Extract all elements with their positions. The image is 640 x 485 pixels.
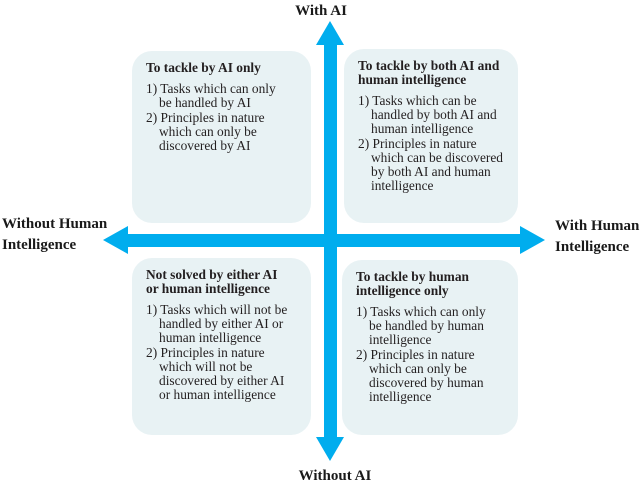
item-line: discovered by either AI	[159, 373, 285, 388]
item-line: 1) Tasks which can only	[146, 81, 276, 96]
item-line: handled by both AI and	[371, 107, 497, 122]
arrowhead-left-icon	[103, 226, 128, 254]
quadrant-title-line: To tackle by both AI and	[358, 58, 500, 73]
item-line: which can only be	[159, 124, 257, 139]
quadrant-title: Not solved by either AI or human intelli…	[146, 268, 305, 296]
quadrant-item-2: 2) Principles in nature which can only b…	[356, 348, 512, 404]
arrowhead-up-icon	[316, 21, 344, 45]
item-line: which can only be	[369, 361, 467, 376]
item-line: 2) Principles in nature	[356, 347, 475, 362]
item-line: intelligence	[369, 389, 432, 404]
quadrant-item-1: 1) Tasks which can only be handled by hu…	[356, 305, 512, 347]
quadrant-title: To tackle by human intelligence only	[356, 270, 512, 298]
item-line: be handled by AI	[159, 95, 251, 110]
quadrant-item-2: 2) Principles in nature which can be dis…	[358, 137, 512, 193]
quadrant-title-line: Not solved by either AI	[146, 267, 278, 282]
item-line: discovered by AI	[159, 138, 251, 153]
item-line: 2) Principles in nature	[358, 136, 477, 151]
item-line: which can be discovered	[371, 150, 503, 165]
axis-label-line: Without Human	[2, 216, 108, 232]
item-line: 2) Principles in nature	[146, 110, 265, 125]
quadrant-bottom-right: To tackle by human intelligence only 1) …	[342, 260, 518, 435]
quadrant-item-2: 2) Principles in nature which will not b…	[146, 346, 305, 402]
quadrant-top-right: To tackle by both AI and human intellige…	[344, 49, 518, 223]
item-line: handled by either AI or	[159, 316, 284, 331]
quadrant-item-1: 1) Tasks which will not be handled by ei…	[146, 303, 305, 345]
quadrant-title: To tackle by both AI and human intellige…	[358, 59, 512, 87]
item-line: intelligence	[369, 332, 432, 347]
axis-label-without-ai: Without AI	[298, 468, 372, 484]
quadrant-title-line: human intelligence	[358, 72, 467, 87]
item-line: which will not be	[159, 359, 253, 374]
axis-label-line: Intelligence	[2, 237, 77, 253]
quadrant-title-line: intelligence only	[356, 283, 449, 298]
item-line: 1) Tasks which can be	[358, 93, 477, 108]
quadrant-title: To tackle by AI only	[146, 61, 305, 75]
quadrant-title-line: To tackle by human	[356, 269, 469, 284]
item-line: be handled by human	[369, 318, 484, 333]
quadrant-title-line: or human intelligence	[146, 281, 270, 296]
quadrant-bottom-left: Not solved by either AI or human intelli…	[132, 258, 311, 435]
axis-label-with-ai: With AI	[295, 3, 347, 19]
horizontal-axis-line	[124, 234, 522, 247]
quadrant-top-left: To tackle by AI only 1) Tasks which can …	[132, 51, 311, 223]
axis-label-without-human-intelligence: Without Human Intelligence	[2, 214, 107, 256]
axis-label-with-human-intelligence: With Human Intelligence	[555, 216, 639, 258]
axis-label-line: With Human	[555, 218, 640, 234]
item-line: or human intelligence	[159, 387, 276, 402]
quadrant-item-1: 1) Tasks which can only be handled by AI	[146, 82, 305, 110]
item-line: 1) Tasks which will not be	[146, 302, 288, 317]
axis-label-line: Intelligence	[555, 239, 630, 255]
arrowhead-right-icon	[520, 226, 545, 254]
quadrant-title-line: To tackle by AI only	[146, 60, 261, 75]
item-line: 2) Principles in nature	[146, 345, 265, 360]
item-line: intelligence	[371, 178, 434, 193]
item-line: human intelligence	[371, 121, 474, 136]
item-line: human intelligence	[159, 330, 262, 345]
item-line: 1) Tasks which can only	[356, 304, 486, 319]
item-line: discovered by human	[369, 375, 484, 390]
quadrant-item-2: 2) Principles in nature which can only b…	[146, 111, 305, 153]
item-line: by both AI and human	[371, 164, 491, 179]
arrowhead-down-icon	[316, 437, 344, 461]
quadrant-item-1: 1) Tasks which can be handled by both AI…	[358, 94, 512, 136]
